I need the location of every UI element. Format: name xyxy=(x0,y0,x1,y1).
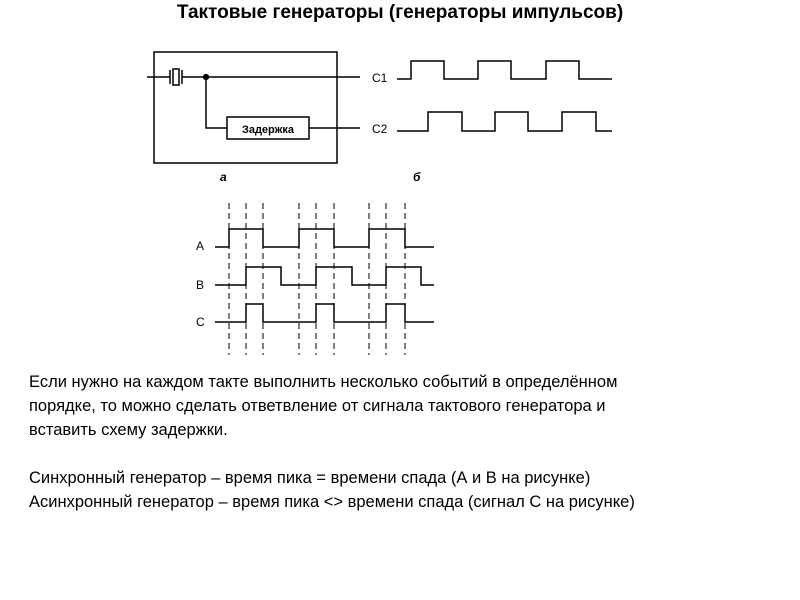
figure-b-caption: б xyxy=(413,170,421,184)
timing-guides xyxy=(228,203,406,355)
branch-wire xyxy=(205,77,227,129)
c2-waveform xyxy=(397,111,612,132)
clock-generator-figure: Задержка C1 C2 а б A B C xyxy=(147,51,612,355)
figure-a-caption: а xyxy=(220,170,227,184)
text-line: Асинхронный генератор – время пика <> вр… xyxy=(29,493,635,511)
text-line: Синхронный генератор – время пика = врем… xyxy=(29,469,591,487)
text-line: Если нужно на каждом такте выполнить нес… xyxy=(29,373,618,391)
paragraph-gap xyxy=(29,442,779,466)
c1-waveform xyxy=(397,60,612,80)
explanation-text: Если нужно на каждом такте выполнить нес… xyxy=(29,370,779,514)
c1-label: C1 xyxy=(372,71,388,85)
signal-b-label: B xyxy=(196,278,204,292)
page-title: Тактовые генераторы (генераторы импульсо… xyxy=(176,2,624,23)
signal-c-label: C xyxy=(196,315,205,329)
signal-c-waveform xyxy=(215,303,434,323)
c2-label: C2 xyxy=(372,122,388,136)
circuit-frame xyxy=(153,51,338,164)
delay-label: Задержка xyxy=(242,124,295,136)
text-line: вставить схему задержки. xyxy=(29,421,228,439)
crystal-icon xyxy=(169,68,183,86)
signal-a-label: A xyxy=(196,239,204,253)
signal-b-waveform xyxy=(215,266,434,286)
text-line: порядке, то можно сделать ответвление от… xyxy=(29,397,606,415)
signal-a-waveform xyxy=(215,228,434,248)
